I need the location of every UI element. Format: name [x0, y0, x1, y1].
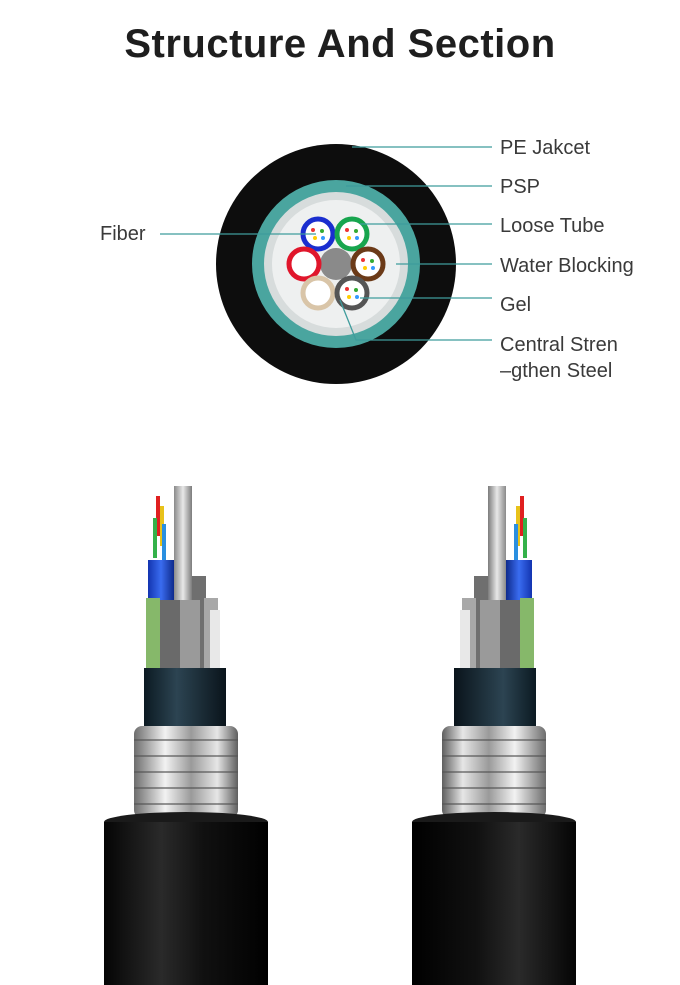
label-gel: Gel [500, 294, 532, 316]
loose-tube-gray [334, 275, 370, 311]
leader-lines [160, 146, 492, 341]
loose-tube-green [334, 216, 370, 252]
label-central-strength-line1: Central Stren [500, 334, 618, 356]
label-fiber: Fiber [100, 223, 146, 245]
label-central-strength-line2: –gthen Steel [500, 360, 613, 382]
cable-illustration-right [412, 486, 576, 985]
label-psp: PSP [500, 176, 541, 198]
label-loose-tube: Loose Tube [500, 215, 605, 237]
loose-tube-red [286, 246, 322, 282]
loose-tube-natural [300, 275, 336, 311]
cable-illustration-left [104, 486, 268, 985]
central-strength-member [320, 248, 352, 280]
loose-tube-brown [350, 246, 386, 282]
leader-central-strength [339, 299, 492, 341]
label-pe-jacket: PE Jakcet [500, 137, 591, 159]
page-title: Structure And Section [124, 22, 556, 66]
label-water-blocking: Water Blocking [500, 255, 634, 277]
